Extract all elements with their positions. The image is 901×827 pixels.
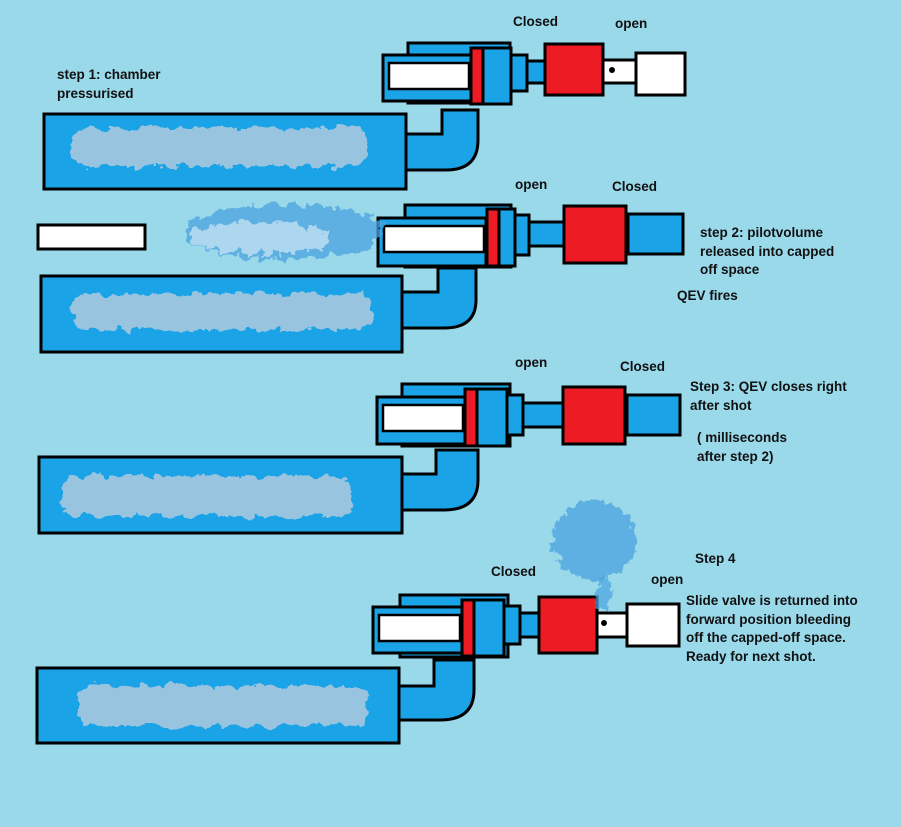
step1-caption: step 1: chamber pressurised [57,66,161,103]
step3-sub-caption-line: after step 2) [697,448,774,464]
step1-caption-line: pressurised [57,85,134,101]
step2-valve-right-label: Closed [612,179,658,194]
step3-elbow-pipe [400,448,480,512]
step1-piston-seal [469,46,485,106]
step4-bleed-air-cloud [552,500,636,580]
step4-caption-line: forward position bleeding [686,611,851,627]
step4-exit-tube [595,611,629,639]
step4-pressurised-air [78,686,368,726]
step2-tube [527,220,566,248]
step2-pressurised-air [72,294,372,330]
step4-connector [502,604,522,646]
step3-barrel-bore [381,403,465,433]
step4-barrel-bore [377,613,462,643]
step4-valve-right-label: open [651,572,684,587]
step1-exit-tube [601,58,638,85]
step3-caption-line: Step 3: QEV closes right [690,379,847,394]
step4-caption-line: Slide valve is returned into [686,593,858,608]
step3-pressurised-air [62,476,352,516]
step3-valve-right-label: Closed [620,359,666,374]
step4-valve-left-label: Closed [491,564,537,579]
step3-sub-caption-line: ( milliseconds [697,430,788,445]
step2-exit-cap [626,212,685,256]
step4-tube [518,611,542,639]
step4-exit-cap [625,602,681,648]
step1-slide-valve [543,42,605,97]
step2-valve-stem [497,207,517,268]
step3-caption-line: after shot [690,397,752,413]
step3-piston-seal [463,387,479,448]
step1-assembly [42,41,687,191]
step2-slide-valve [562,204,628,265]
step2-valve-left-label: open [515,177,548,192]
step1-barrel-bore [387,61,471,91]
step4-elbow-pipe [397,658,476,722]
step1-elbow-pipe [404,108,480,172]
step1-exit-cap [634,51,687,97]
step2-caption: step 2: pilotvolume released into capped… [700,224,834,280]
step2-assembly [36,203,685,354]
step2-connector [513,213,531,257]
step4-caption-line: off the capped-off space. [686,630,846,645]
step2-caption-line: released into capped [700,243,835,259]
step4-bleed-air-plume [596,575,612,611]
step2-caption-line: step 2: pilotvolume [700,225,824,240]
step2-barrel-bore [382,224,486,254]
step3-exit-cap [625,393,682,437]
step3-valve-stem [475,387,509,448]
step1-valve-stem [481,46,513,106]
step1-exhaust-port [609,67,615,73]
step1-caption-line: step 1: chamber [57,67,161,82]
step3-valve-left-label: open [515,355,548,370]
step4-exhaust-port [601,620,607,626]
step1-connector [509,53,529,93]
step1-pressurised-air [72,128,368,166]
step2-released-air-cloud-light [190,222,330,254]
step4-valve-stem [472,598,506,658]
step2-piston-seal [485,207,501,268]
step3-assembly [37,382,682,535]
step2-capped-projectile [36,223,147,251]
step4-caption: Slide valve is returned into forward pos… [686,592,858,666]
step3-tube [521,401,565,429]
step4-slide-valve [537,595,599,655]
step1-valve-left-label: Closed [513,14,559,29]
step2-caption-line: off space [700,262,760,277]
step4-assembly [35,500,681,745]
step1-valve-right-label: open [615,16,648,31]
step2-qev-fires-label: QEV fires [677,288,738,303]
step3-sub-caption: ( milliseconds after step 2) [697,429,787,466]
step4-title: Step 4 [695,551,736,566]
step4-piston-seal [460,598,476,658]
step3-connector [505,393,525,437]
step3-slide-valve [561,385,627,446]
step3-caption: Step 3: QEV closes right after shot [690,378,847,415]
step4-caption-line: Ready for next shot. [686,648,816,664]
step2-elbow-pipe [400,266,478,330]
